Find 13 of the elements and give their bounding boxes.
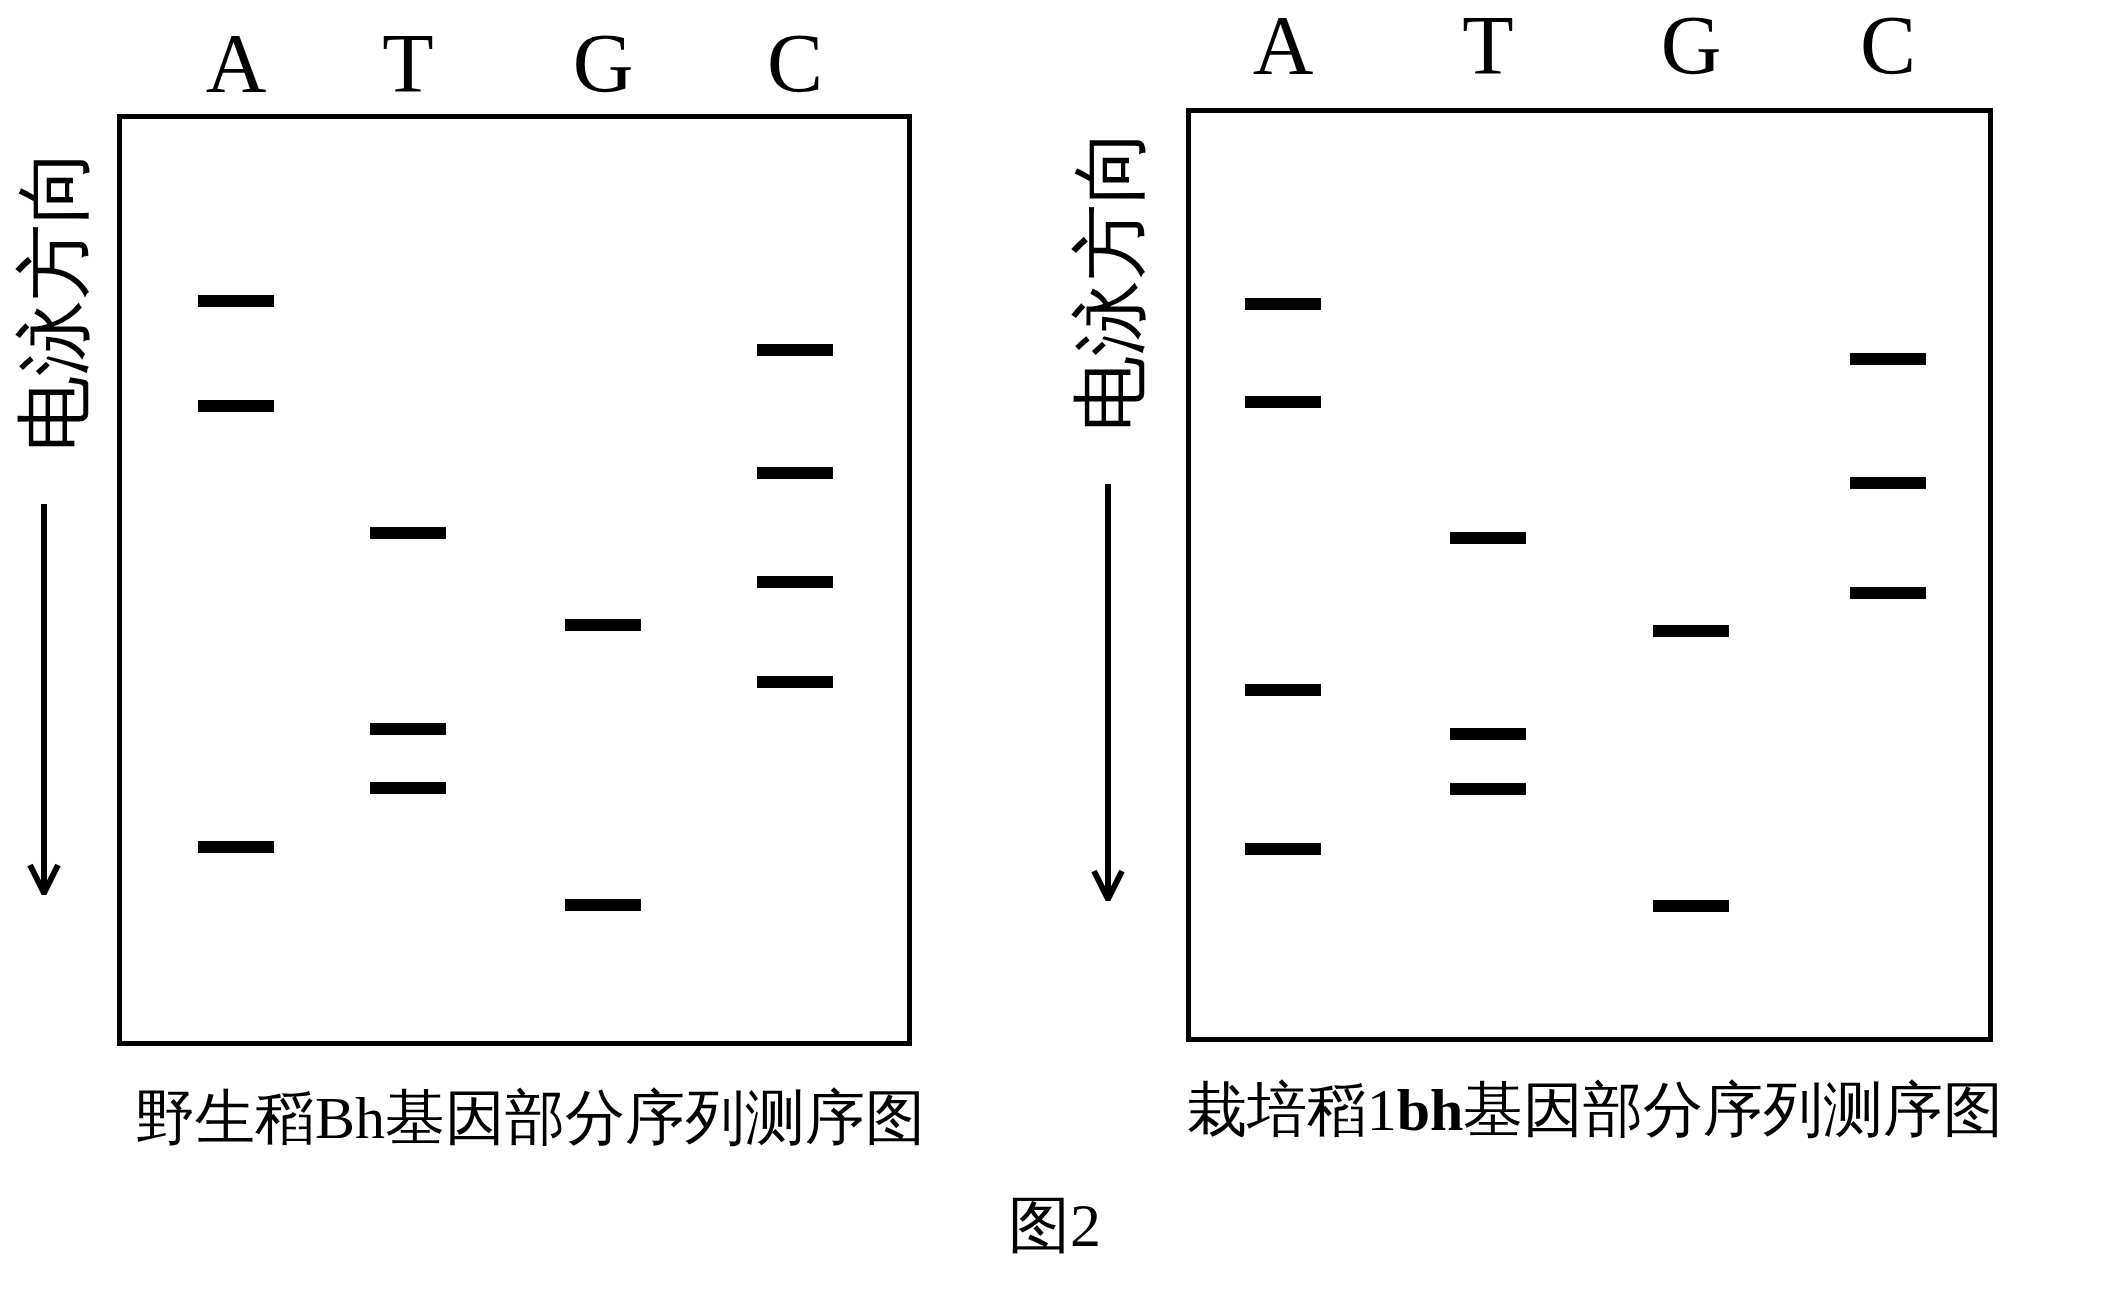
panel-caption: 栽培稻1bh基因部分序列测序图 <box>1186 1076 2004 1145</box>
lane-label: C <box>767 22 823 106</box>
lane-label: A <box>1252 4 1314 88</box>
lane-label: G <box>1660 4 1722 88</box>
direction-label: 电泳方向 <box>16 148 92 452</box>
lane-label: G <box>572 22 634 106</box>
direction-label: 电泳方向 <box>1072 128 1148 432</box>
lane-label: T <box>382 22 434 106</box>
lane-label: A <box>205 22 267 106</box>
figure-caption: 图2 <box>1008 1190 1101 1261</box>
lane-label: C <box>1860 4 1916 88</box>
lane-label: T <box>1462 4 1514 88</box>
panel-caption: 野生稻Bh基因部分序列测序图 <box>135 1084 925 1153</box>
